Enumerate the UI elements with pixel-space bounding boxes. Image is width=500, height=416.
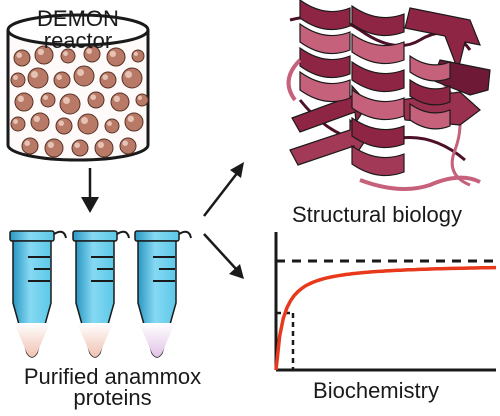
granule [44,138,64,158]
granule [53,71,71,89]
granule-highlight [133,51,138,57]
protein-ribbon-icon [286,0,491,191]
granule-highlight [74,142,80,148]
granule [27,67,49,89]
granule [124,112,144,132]
granule [135,93,149,107]
granule-highlight [58,120,64,126]
granule-highlight [43,95,48,101]
eppendorf-tube-icon [72,230,130,358]
granule-highlight [56,74,62,80]
granule [71,139,89,157]
granule-highlight [127,115,134,122]
granule-highlight [24,140,31,146]
granule [87,91,105,109]
granule-highlight [107,121,113,127]
proteins-label-line1: Purified anammox [23,364,202,389]
granule [10,72,26,88]
granule-highlight [63,51,68,56]
granule [30,112,50,132]
granule [14,92,34,112]
granule [110,92,130,112]
helix-left [299,0,351,103]
reactor-title: DEMON [37,6,119,31]
down-arrow-icon [81,168,99,213]
granule-highlight [31,71,38,78]
granule-highlight [47,141,54,149]
granule-highlight [17,95,24,102]
granule-highlight [90,94,96,100]
granule [55,117,73,135]
granule [10,116,26,132]
reactor-vessel-icon [6,13,150,162]
granule [13,49,31,67]
granule [40,92,56,108]
biochemistry-label: Biochemistry [313,378,439,403]
granule-highlight [37,48,44,55]
granule [59,93,81,115]
granule-highlight [137,95,142,100]
structural-biology-label: Structural biology [292,202,462,227]
granule-highlight [13,119,18,125]
granule [99,71,117,89]
granule [77,113,99,135]
biomass-granules [10,45,149,158]
eppendorf-tube-icon [9,230,67,358]
granule [119,137,137,155]
granule [104,118,120,134]
helix-right [409,54,451,130]
arrow-to-structure-icon [203,162,244,217]
granule-highlight [86,48,92,54]
granule-highlight [113,95,120,102]
granule-highlight [33,115,40,122]
granule-highlight [102,74,108,80]
granule-highlight [109,50,116,57]
kinetic-curve [274,265,496,371]
granule [94,138,114,158]
saturation-plot-icon [274,232,496,372]
granule [21,137,39,155]
eppendorf-tube-icon [134,230,192,358]
granule-highlight [81,117,88,124]
arrow-to-biochem-icon [203,233,244,279]
granule-highlight [13,75,18,81]
granule-highlight [122,140,128,146]
reactor-subtitle: reactor [43,28,113,53]
helix-center [351,4,405,177]
granule-highlight [77,69,84,76]
granule-highlight [97,141,104,149]
granule-highlight [63,97,70,104]
granule [121,67,143,89]
granule-highlight [125,71,132,78]
proteins-label-line2: proteins [73,385,152,410]
granule-highlight [16,52,23,58]
granule [73,65,95,87]
